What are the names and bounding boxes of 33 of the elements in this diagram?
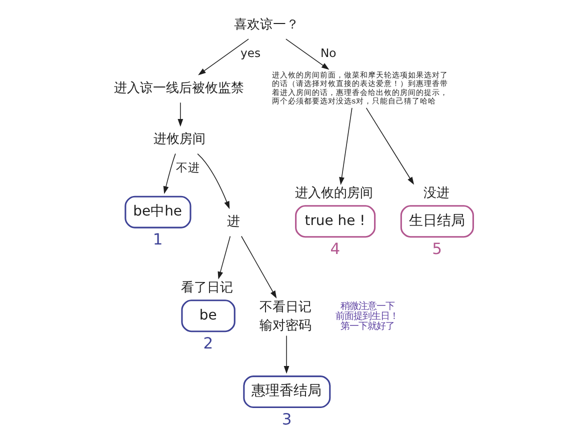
node-label: 2	[202, 334, 213, 352]
node-box: 生日结局	[400, 205, 474, 238]
arrow	[365, 108, 414, 185]
arrow	[283, 335, 289, 374]
node-text: 进	[226, 214, 240, 230]
node-box: be中he	[124, 196, 191, 228]
arrow	[162, 153, 176, 194]
node-text: 进攸房间	[152, 132, 205, 148]
arrow	[285, 38, 329, 70]
node-label: 5	[432, 240, 442, 258]
node-label: 1	[152, 230, 162, 249]
label: 稍微注意一下前面提到生日！第一下就好了	[335, 300, 398, 332]
node-text: 进入谅一线后被攸监禁	[113, 81, 244, 96]
arrow	[338, 108, 352, 185]
node-label: 看了日记	[180, 280, 233, 296]
edge-label: No	[320, 46, 336, 60]
node-text: 喜欢谅一？	[233, 18, 298, 33]
node-box: 惠理香结局	[242, 376, 330, 408]
node-text: 进入攸的房间前面，做菜和摩天轮选项如果选对了的话（请选择对攸直接的表达爱意！）到惠理香带着进入房间的话，惠理香会给出攸的房间的提示，两个必须都要选对没选s对，只能自己猜了哈哈	[271, 70, 448, 106]
node-text: 不看日记 输对密码	[258, 300, 311, 334]
node-label: 进入攸的房间	[294, 186, 373, 202]
arrow	[217, 236, 230, 280]
arrow	[198, 38, 248, 76]
node-box: be	[180, 300, 235, 332]
edge-label: 不进	[176, 160, 200, 174]
arrow	[240, 236, 276, 298]
node-box: true he !	[294, 205, 376, 238]
edge-label: yes	[240, 46, 260, 60]
arrow	[196, 153, 230, 210]
arrow	[177, 102, 183, 127]
node-label: 4	[330, 240, 340, 258]
node-label: 3	[281, 410, 292, 428]
node-label: 没进	[423, 186, 450, 202]
